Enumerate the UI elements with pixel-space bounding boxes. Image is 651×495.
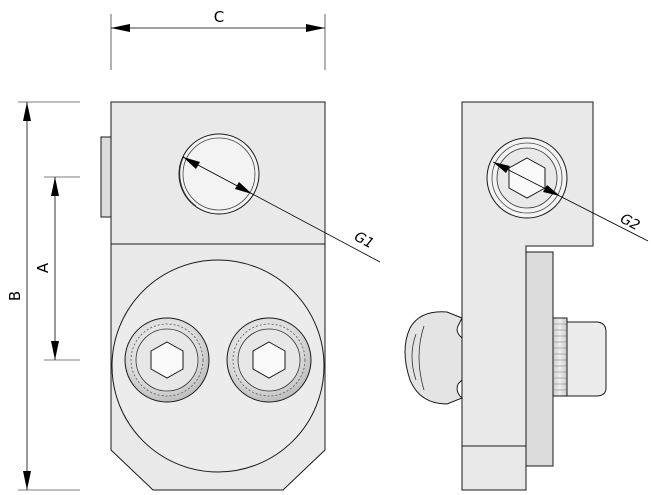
side-clamp-plate — [525, 251, 554, 467]
hex-socket-icon — [150, 341, 184, 379]
side-knurled-knob — [552, 317, 568, 397]
dimension-c-label: C — [214, 8, 224, 26]
front-view — [100, 101, 326, 491]
front-thread-hole-inner — [182, 137, 256, 211]
front-clamp-disc — [111, 259, 325, 473]
front-screw-right — [226, 317, 312, 403]
side-cam-lever — [404, 311, 463, 405]
front-side-tab — [100, 136, 112, 218]
side-view — [404, 101, 607, 491]
dimension-g2-label: G2 — [617, 211, 642, 234]
side-knob-cap — [566, 321, 607, 397]
hex-socket-icon — [508, 157, 546, 199]
front-thread-hole-arc — [179, 155, 197, 207]
dimension-a: A — [34, 176, 80, 361]
front-screw-left — [124, 317, 210, 403]
dimension-a-label: A — [34, 262, 52, 273]
knurl-pattern — [553, 323, 567, 391]
dimension-b-label: B — [6, 291, 24, 301]
front-thread-hole-outer — [178, 133, 260, 215]
dimension-c: C — [110, 8, 326, 70]
hex-socket-icon — [252, 341, 286, 379]
dimension-g2: G2 — [492, 161, 649, 242]
dimension-b: B — [6, 101, 80, 491]
